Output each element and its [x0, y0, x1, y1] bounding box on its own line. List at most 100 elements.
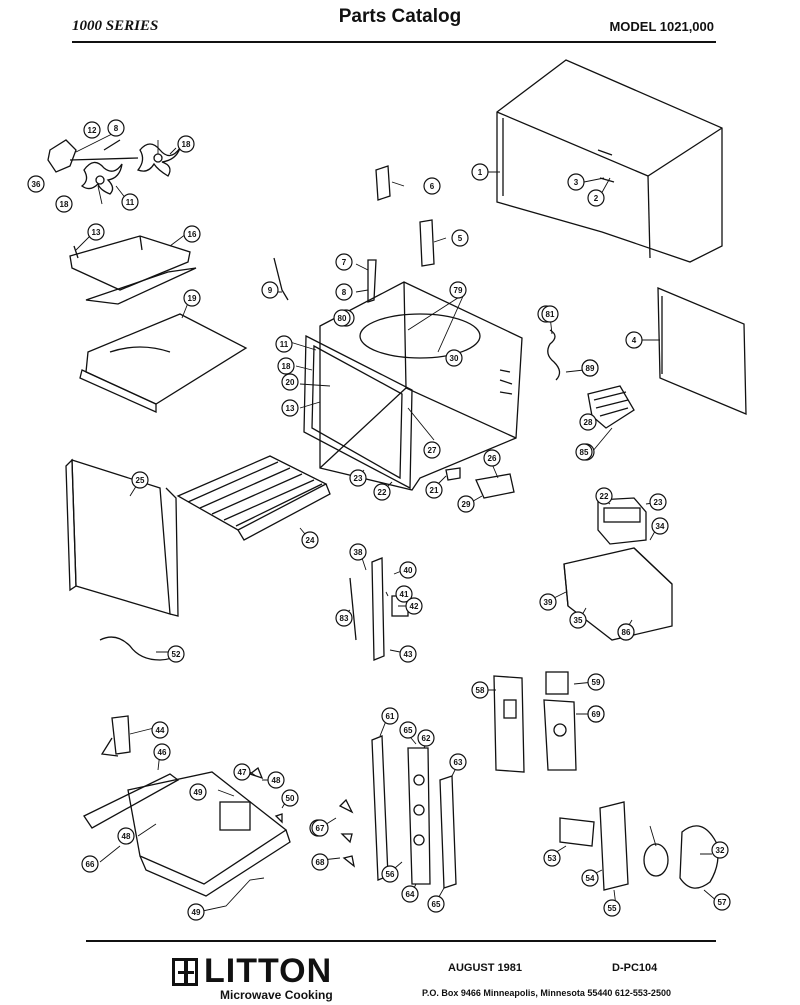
callout-number: 50 — [286, 794, 295, 803]
callout-circle — [81, 855, 99, 873]
callout-number: 49 — [194, 788, 203, 797]
callout-number: 7 — [342, 258, 347, 267]
callout-number: 12 — [88, 126, 97, 135]
callout-number: 65 — [404, 726, 413, 735]
litton-logo-mark-icon — [172, 958, 198, 986]
callout-circle — [381, 707, 399, 725]
callout-43: 43 — [399, 645, 417, 663]
callout-8: 8 — [335, 283, 353, 301]
callout-9: 9 — [261, 281, 279, 299]
callout-number: 16 — [188, 230, 197, 239]
header-rule — [72, 41, 716, 43]
callout-circle — [277, 357, 295, 375]
callout-number: 6 — [430, 182, 435, 191]
callout-circle — [567, 173, 585, 191]
callout-30: 30 — [445, 349, 463, 367]
callout-25: 25 — [131, 471, 149, 489]
callout-number: 18 — [282, 362, 291, 371]
callout-circle — [281, 789, 299, 807]
litton-logo: LITTON Microwave Cooking — [172, 952, 362, 1004]
callout-number: 11 — [280, 340, 289, 349]
callout-circle — [373, 483, 391, 501]
page-header: 1000 SERIES Parts Catalog MODEL 1021,000 — [0, 0, 800, 48]
callout-23: 23 — [649, 493, 667, 511]
callout-46: 46 — [153, 743, 171, 761]
callout-number: 8 — [342, 288, 347, 297]
callout-circle — [335, 609, 353, 627]
callout-number: 22 — [378, 488, 387, 497]
small-parts — [248, 165, 561, 868]
callout-number: 40 — [404, 566, 413, 575]
callout-circle — [335, 283, 353, 301]
callout-circle — [579, 413, 597, 431]
callout-57: 57 — [713, 893, 731, 911]
callout-number: 8 — [114, 124, 119, 133]
callout-circle — [483, 449, 501, 467]
callout-number: 42 — [410, 602, 419, 611]
callout-65: 65 — [427, 895, 445, 913]
callout-number: 29 — [462, 500, 471, 509]
callout-circle — [87, 223, 105, 241]
callout-circle — [625, 331, 643, 349]
callout-number: 46 — [158, 748, 167, 757]
callout-number: 19 — [188, 294, 197, 303]
callout-circle — [581, 359, 599, 377]
callout-number: 62 — [422, 734, 431, 743]
callout-86: 86 — [617, 623, 635, 641]
callout-circle — [177, 135, 195, 153]
callout-circle — [27, 175, 45, 193]
callout-circle — [183, 225, 201, 243]
callout-circle — [651, 517, 669, 535]
callout-85: 85 — [575, 443, 593, 461]
callout-circle — [399, 561, 417, 579]
mount-rail-part — [83, 715, 180, 829]
callout-circle — [117, 827, 135, 845]
callout-circle — [405, 597, 423, 615]
callout-28: 28 — [579, 413, 597, 431]
callout-circle — [457, 495, 475, 513]
outer-cabinet-part — [496, 59, 723, 263]
callout-63: 63 — [449, 753, 467, 771]
callout-number: 47 — [238, 768, 247, 777]
callout-48: 48 — [117, 827, 135, 845]
callout-80: 80 — [333, 309, 351, 327]
callout-5: 5 — [451, 229, 469, 247]
callout-8: 8 — [107, 119, 125, 137]
callout-number: 24 — [306, 536, 315, 545]
callout-circle — [349, 543, 367, 561]
callout-circle — [333, 309, 351, 327]
callout-11: 11 — [275, 335, 293, 353]
callout-circle — [395, 585, 413, 603]
callout-circle — [649, 493, 667, 511]
callout-22: 22 — [595, 487, 613, 505]
callout-circle — [349, 469, 367, 487]
callout-21: 21 — [425, 481, 443, 499]
blower-assembly-part — [559, 801, 719, 891]
callout-number: 5 — [458, 234, 463, 243]
callout-circle — [267, 771, 285, 789]
callout-circle — [711, 841, 729, 859]
bottom-base-part — [127, 771, 291, 897]
door-frame-part — [303, 334, 413, 490]
callout-number: 35 — [574, 616, 583, 625]
door-glass-part — [65, 458, 179, 617]
footer-rule — [86, 940, 716, 942]
callout-27: 27 — [423, 441, 441, 459]
callout-number: 61 — [386, 712, 395, 721]
callout-circle — [311, 853, 329, 871]
callout-44: 44 — [151, 721, 169, 739]
callout-62: 62 — [417, 729, 435, 747]
callout-circle — [587, 705, 605, 723]
callout-65: 65 — [399, 721, 417, 739]
callout-number: 69 — [592, 710, 601, 719]
oven-cavity-part — [319, 281, 523, 491]
page-title: Parts Catalog — [338, 6, 462, 27]
callout-81: 81 — [541, 305, 559, 323]
callout-circle — [83, 121, 101, 139]
callout-circle — [575, 443, 593, 461]
callout-number: 83 — [340, 614, 349, 623]
callout-number: 1 — [478, 168, 483, 177]
callout-number: 57 — [718, 898, 727, 907]
callout-18: 18 — [55, 195, 73, 213]
